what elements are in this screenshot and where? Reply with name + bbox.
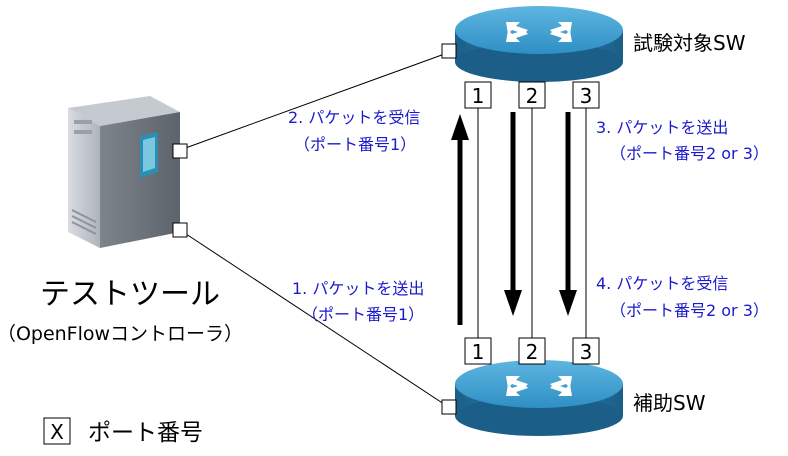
target-switch-router-icon (455, 6, 623, 82)
target-port-3: 3 (572, 81, 600, 109)
arrow-down-port3 (559, 112, 577, 316)
server-port-upper (172, 143, 188, 159)
target-port-3-label: 3 (580, 84, 593, 108)
aux-switch-label: 補助SW (633, 391, 706, 415)
legend: X ポート番号 (43, 417, 203, 446)
aux-port-3: 3 (572, 337, 600, 365)
step3-title: 3. パケットを送出 (596, 118, 728, 137)
aux-port-1-label: 1 (472, 340, 485, 364)
target-port-1-label: 1 (472, 84, 485, 108)
tool-label: テストツール (40, 277, 220, 312)
aux-switch-controller-port (441, 399, 457, 415)
arrow-down-port2 (504, 112, 522, 316)
server-icon (68, 96, 180, 248)
aux-port-1: 1 (464, 337, 492, 365)
aux-port-3-label: 3 (580, 340, 593, 364)
target-port-2-label: 2 (526, 84, 539, 108)
aux-port-2: 2 (518, 337, 546, 365)
target-port-2: 2 (518, 81, 546, 109)
target-switch-controller-port (441, 43, 457, 59)
tool-to-target-link (179, 51, 451, 151)
tool-to-aux-link (179, 229, 451, 409)
legend-label: ポート番号 (88, 420, 203, 446)
step4-title: 4. パケットを受信 (596, 274, 728, 293)
server-port-lower (172, 222, 188, 238)
aux-port-2-label: 2 (526, 340, 539, 364)
target-switch-label: 試験対象SW (633, 31, 746, 55)
arrow-up-port1 (451, 114, 469, 325)
step3-detail: （ポート番号2 or 3） (610, 144, 769, 163)
step4-detail: （ポート番号2 or 3） (610, 301, 769, 320)
step2-title: 2. パケットを受信 (288, 108, 420, 127)
aux-switch-router-icon (455, 360, 623, 436)
legend-symbol: X (50, 420, 64, 444)
step1-detail: （ポート番号1） (302, 305, 424, 324)
tool-sublabel: （OpenFlowコントローラ） (0, 323, 243, 345)
step2-detail: （ポート番号1） (294, 135, 416, 154)
target-port-1: 1 (464, 81, 492, 109)
step1-title: 1. パケットを送出 (292, 279, 424, 298)
